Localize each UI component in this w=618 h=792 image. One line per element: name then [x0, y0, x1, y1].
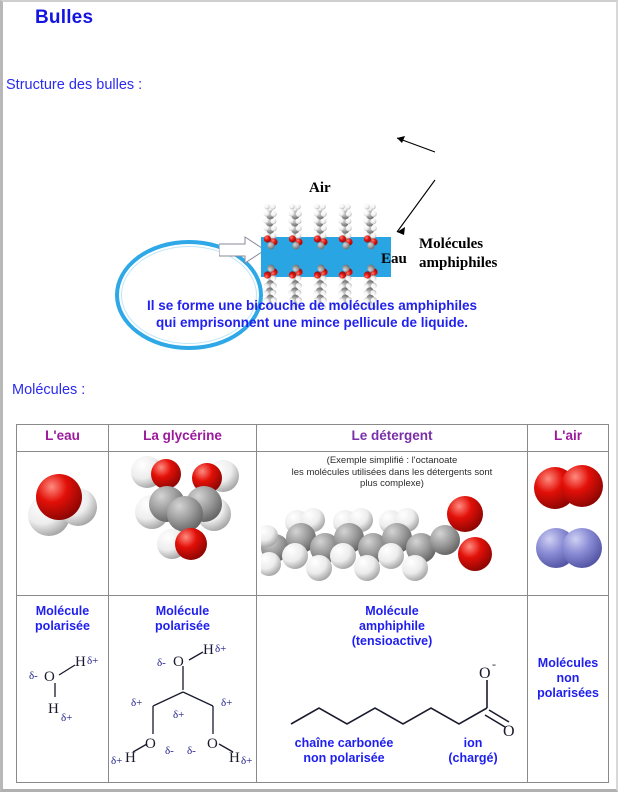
svg-text:O: O	[503, 723, 515, 736]
water-label-line2: polarisée	[35, 619, 90, 633]
ion-annotation-line1: ion	[463, 736, 483, 750]
octanoate-molecule-model	[261, 496, 492, 581]
svg-text:δ+: δ+	[173, 709, 184, 721]
glycerine-lewis-structure: δ- O H δ+ δ+ δ+ δ+ O H δ+ δ- O H δ+	[111, 644, 252, 767]
page-title: Bulles	[35, 7, 94, 28]
svg-text:H: H	[229, 750, 240, 766]
label-air: Air	[309, 180, 331, 196]
bubble-structure-diagram: Air Eau Molécules amphiphiles	[3, 92, 618, 350]
table-header-detergent: Le détergent	[256, 424, 528, 452]
svg-text:O: O	[173, 654, 184, 670]
air-molecules-model	[534, 465, 603, 568]
detergent-note-line1: (Exemple simplifié : l'octanoate	[326, 455, 458, 466]
chain-annotation-line2: non polarisée	[303, 751, 385, 765]
svg-text:O: O	[145, 736, 156, 752]
label-molecules-amphiphiles: Molécules amphiphiles	[419, 235, 497, 273]
air-label-line2: non	[556, 671, 580, 685]
water-molecule-model	[28, 474, 97, 536]
ion-annotation: ion (chargé)	[435, 736, 511, 766]
cell-air-description: Molécules non polarisées	[527, 595, 609, 783]
ion-annotation-line2: (chargé)	[448, 751, 498, 765]
table-descriptions-row: Molécule polarisée δ- O H δ+ H δ+ Molécu	[16, 595, 609, 783]
svg-text:H: H	[125, 750, 136, 766]
svg-text:δ-: δ-	[187, 745, 196, 757]
svg-text:δ+: δ+	[87, 655, 98, 667]
cell-glycerine-description: Molécule polarisée δ- O H	[108, 595, 257, 783]
label-amphiphiles-line2: amphiphiles	[419, 255, 498, 271]
glycerine-label-line1: Molécule	[155, 604, 210, 618]
svg-text:δ+: δ+	[221, 697, 232, 709]
chain-annotation-line1: chaîne carbonée	[294, 736, 394, 750]
detergent-note: (Exemple simplifié : l'octanoate les mol…	[257, 452, 527, 490]
water-lewis-structure: δ- O H δ+ H δ+	[29, 654, 98, 724]
svg-text:δ-: δ-	[29, 670, 38, 682]
glycerine-label: Molécule polarisée	[109, 596, 256, 634]
svg-text:O: O	[207, 736, 218, 752]
svg-text:-: -	[492, 658, 496, 671]
svg-text:H: H	[203, 644, 214, 658]
cell-detergent-description: Molécule amphiphile (tensioactive) O - O…	[256, 595, 528, 783]
air-label-line3: polarisées	[537, 686, 599, 700]
label-eau: Eau	[381, 251, 407, 267]
zoom-pointer-arrow-icon	[219, 236, 266, 264]
svg-text:H: H	[75, 654, 86, 670]
svg-text:δ+: δ+	[215, 644, 226, 655]
caption-line1: Il se forme une bicouche de molécules am…	[146, 298, 478, 313]
svg-text:O: O	[44, 669, 55, 685]
cell-detergent-model: (Exemple simplifié : l'octanoate les mol…	[256, 451, 528, 596]
bubble-circle-illustration	[115, 240, 263, 350]
cell-water-description: Molécule polarisée δ- O H δ+ H δ+	[16, 595, 109, 783]
detergent-label-line2: amphiphile	[359, 619, 425, 633]
table-header-eau: L'eau	[16, 424, 109, 452]
air-label: Molécules non polarisées	[528, 596, 608, 701]
cell-air-model	[527, 451, 609, 596]
cell-glycerine-model	[108, 451, 257, 596]
water-label: Molécule polarisée	[17, 596, 108, 634]
air-label-line1: Molécules	[537, 656, 599, 670]
svg-text:δ+: δ+	[131, 697, 142, 709]
section-heading-molecules: Molécules :	[12, 382, 86, 398]
cell-water-model	[16, 451, 109, 596]
detergent-label-line1: Molécule	[365, 604, 419, 618]
svg-text:H: H	[48, 701, 59, 717]
glycerine-label-line2: polarisée	[155, 619, 210, 633]
lipid-bilayer-illustration	[261, 197, 391, 319]
molecules-table: L'eau La glycérine Le détergent L'air	[16, 424, 609, 783]
caption-line2: qui emprisonnent une mince pellicule de …	[155, 315, 469, 330]
detergent-label-line3: (tensioactive)	[351, 634, 433, 648]
table-models-row: (Exemple simplifié : l'octanoate les mol…	[16, 451, 609, 596]
table-header-row: L'eau La glycérine Le détergent L'air	[16, 424, 609, 452]
glycerine-molecule-model	[131, 456, 239, 560]
svg-text:δ-: δ-	[165, 745, 174, 757]
diagram-caption: Il se forme une bicouche de molécules am…	[3, 297, 618, 331]
label-amphiphiles-line1: Molécules	[419, 236, 484, 252]
water-label-line1: Molécule	[35, 604, 90, 618]
svg-text:O: O	[479, 665, 491, 682]
table-header-glycerine: La glycérine	[108, 424, 257, 452]
svg-text:δ+: δ+	[61, 712, 72, 724]
svg-text:δ-: δ-	[157, 657, 166, 669]
octanoate-skeletal-structure: O - O	[290, 658, 515, 736]
svg-text:δ+: δ+	[111, 755, 122, 767]
chain-annotation: chaîne carbonée non polarisée	[269, 736, 419, 766]
detergent-note-line2: les molécules utilisées dans les déterge…	[291, 466, 493, 478]
detergent-note-line3: plus complexe)	[360, 478, 424, 489]
amphiphile-leader-arrows-icon	[396, 136, 436, 235]
svg-text:δ+: δ+	[241, 755, 252, 767]
section-heading-structure: Structure des bulles :	[6, 77, 143, 93]
table-header-air: L'air	[527, 424, 609, 452]
detergent-label: Molécule amphiphile (tensioactive)	[257, 596, 527, 649]
